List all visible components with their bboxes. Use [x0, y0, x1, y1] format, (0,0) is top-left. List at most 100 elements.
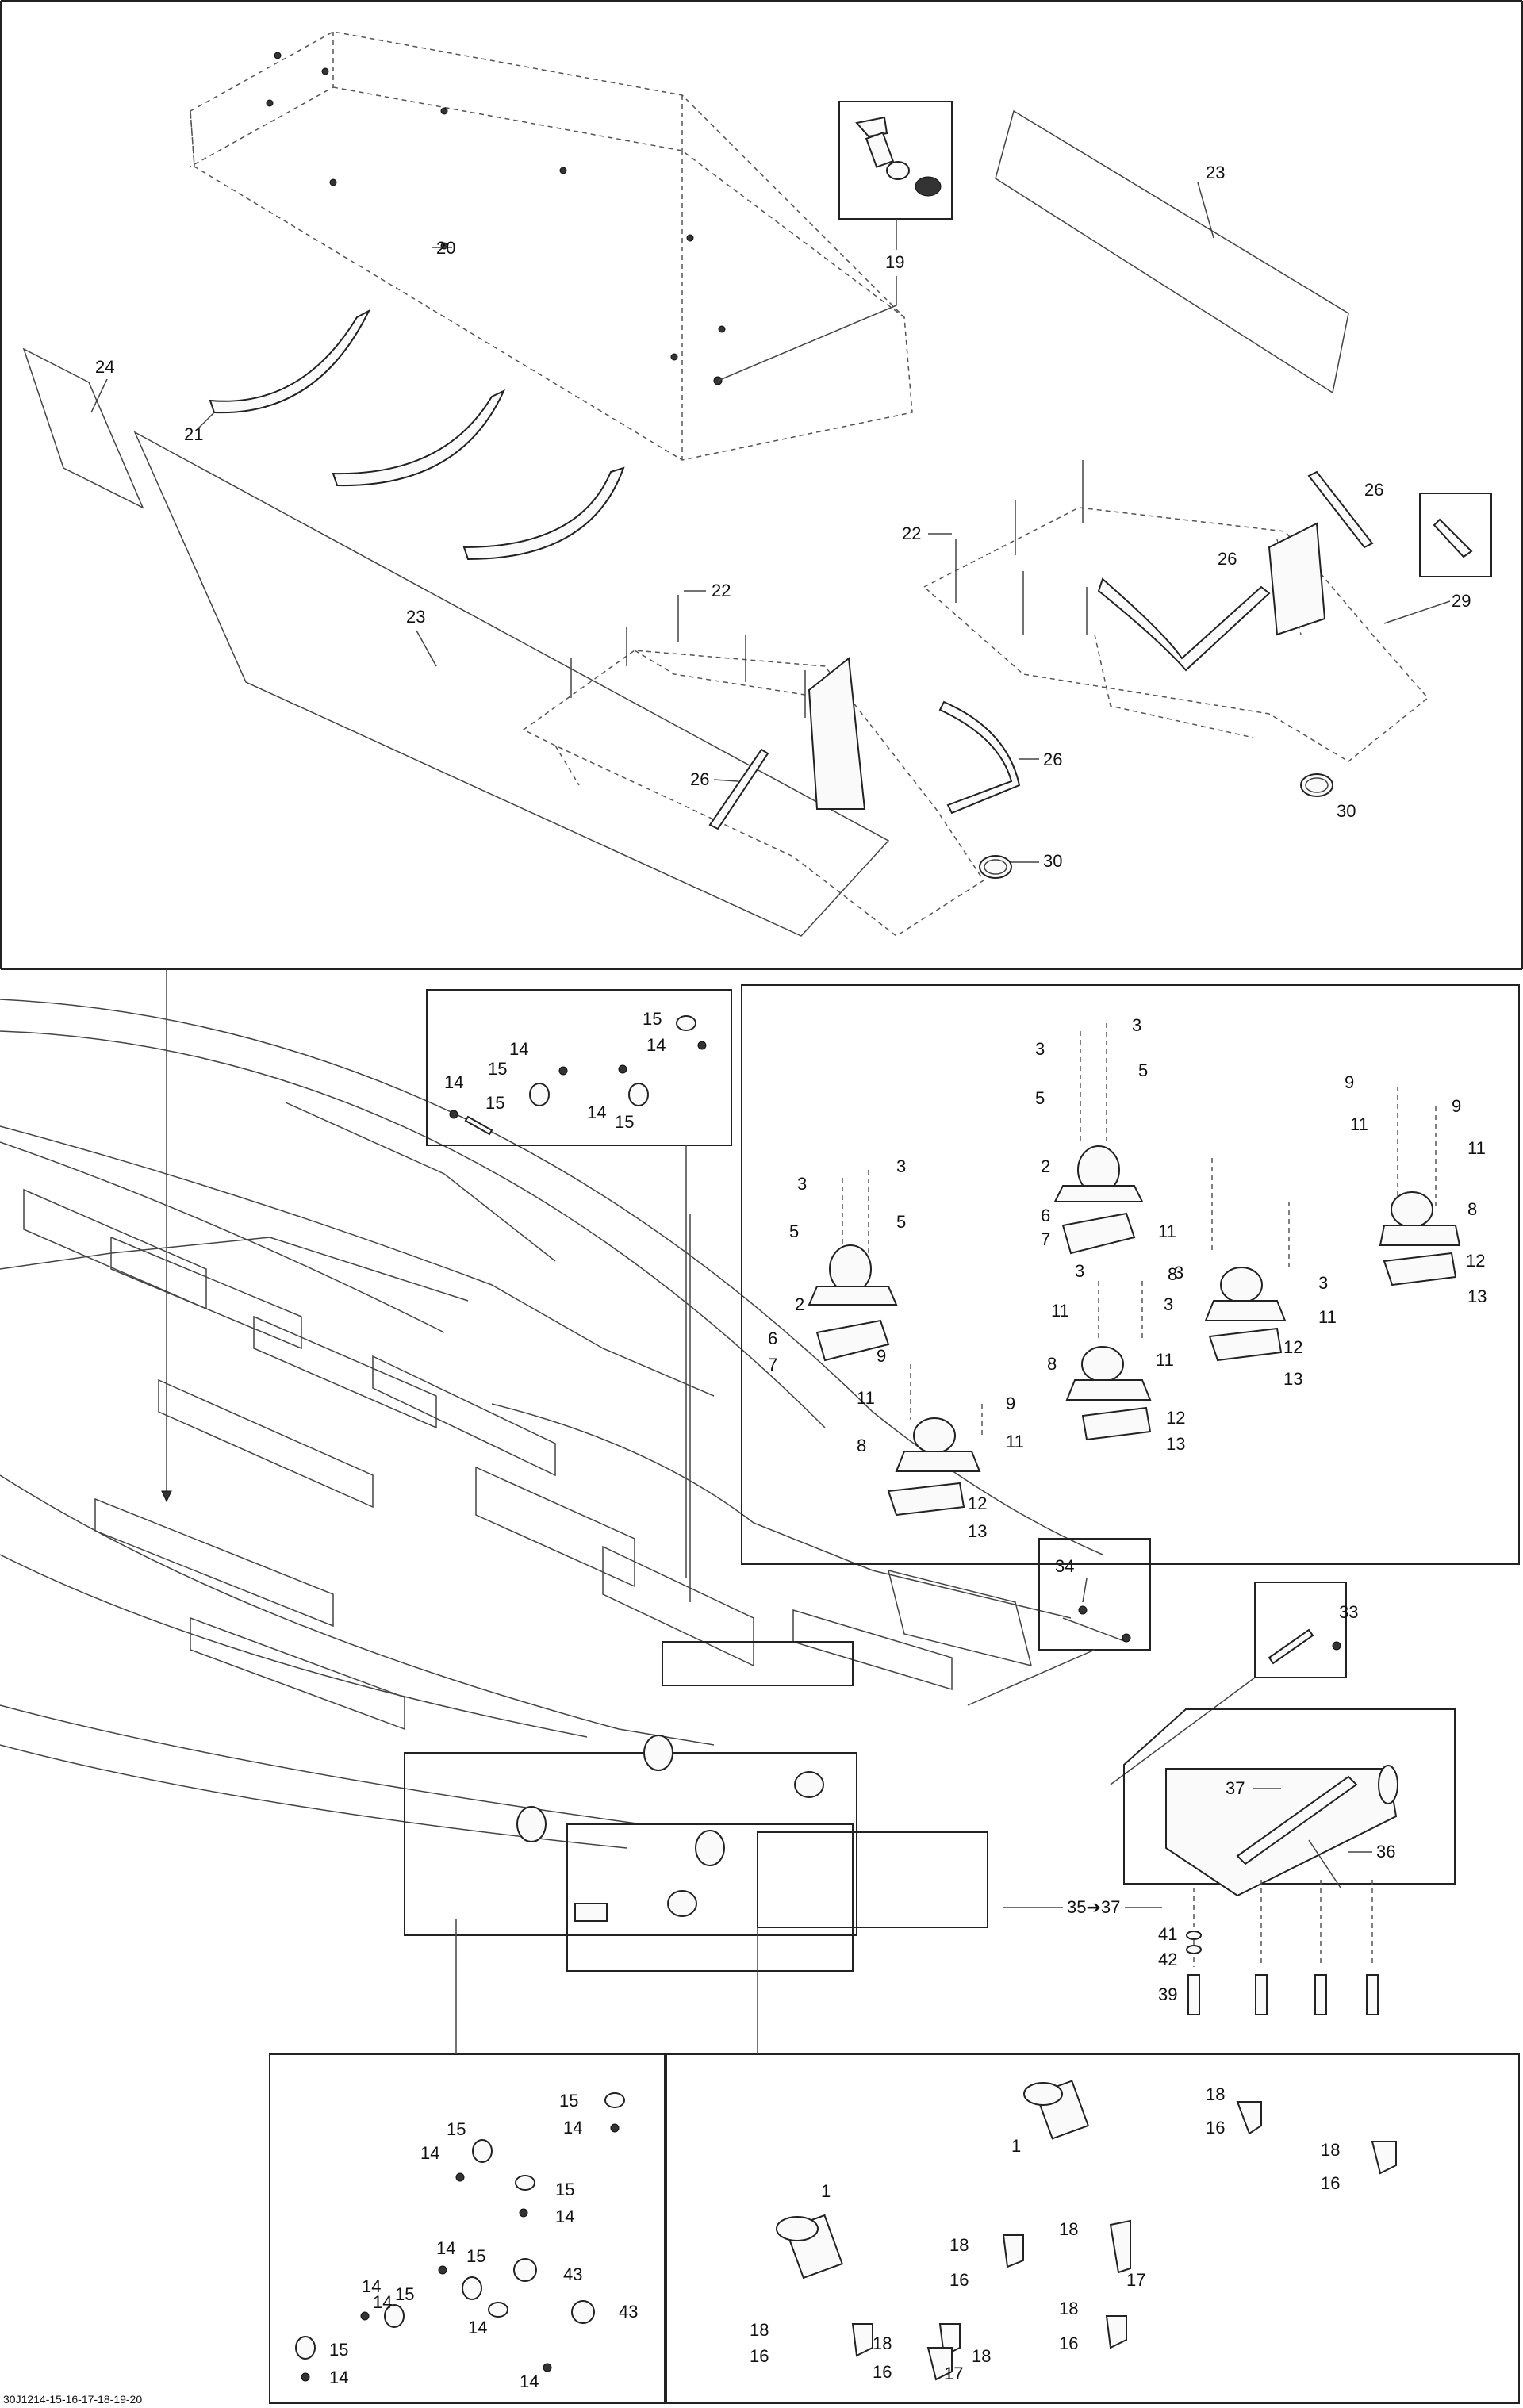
- callout-br-18f: 18: [750, 2320, 769, 2340]
- callout-br-18e: 18: [1059, 2299, 1078, 2318]
- bracket-inset-bottom: [666, 2053, 1520, 2404]
- callout-mt-2: 2: [1041, 1156, 1050, 1176]
- callout-33: 33: [1339, 1602, 1358, 1622]
- callout-mr-9b: 9: [1452, 1096, 1461, 1116]
- callout-24: 24: [95, 357, 114, 377]
- callout-br-1b: 1: [821, 2181, 831, 2201]
- callout-cb-15a: 15: [559, 2091, 578, 2111]
- callout-br-18a: 18: [1206, 2084, 1225, 2104]
- fastener-inset-34: [1038, 1538, 1151, 1651]
- lower-left-screws: [570, 595, 806, 718]
- engine-mount-inset: [741, 984, 1520, 1565]
- callout-30-left: 30: [1043, 851, 1062, 871]
- callout-ml-6: 6: [768, 1329, 777, 1348]
- callout-26-b: 26: [1043, 750, 1062, 769]
- callout-mc-3a: 3: [1075, 1261, 1084, 1281]
- bracket-assembly: [1165, 1765, 1398, 1897]
- callout-mr-13: 13: [1467, 1286, 1487, 1306]
- callout-mb-11b: 11: [1006, 1432, 1024, 1451]
- callout-mc-11b: 11: [1156, 1350, 1174, 1370]
- callout-mr-11a: 11: [1350, 1114, 1368, 1134]
- callout-mm-8: 8: [1168, 1264, 1177, 1284]
- clamp-inset-bottom: [269, 2053, 666, 2404]
- upper-liner-screws: [266, 52, 726, 385]
- callout-mb-12: 12: [968, 1493, 987, 1513]
- brackets-bottom: [776, 2080, 1397, 2381]
- callout-cb-15b: 15: [447, 2119, 466, 2139]
- callout-mt-7: 7: [1041, 1229, 1050, 1249]
- callout-ml-3b: 3: [896, 1156, 906, 1176]
- callout-ct-14c: 14: [444, 1072, 463, 1092]
- callout-mc-11a: 11: [1051, 1301, 1069, 1321]
- top-section-frame: [0, 0, 1523, 970]
- callout-cb-14g: 14: [329, 2368, 348, 2387]
- upper-right-screws: [955, 460, 1088, 635]
- callout-br-18d: 18: [1059, 2219, 1078, 2239]
- callout-29: 29: [1452, 591, 1471, 611]
- callout-cb-14h: 14: [520, 2372, 539, 2391]
- callout-br-17b: 17: [944, 2364, 963, 2383]
- callout-ct-15a: 15: [643, 1009, 662, 1029]
- clip-inset: [1419, 493, 1492, 577]
- callout-mb-9a: 9: [877, 1346, 886, 1366]
- callout-br-18g: 18: [873, 2333, 892, 2353]
- clamps-top: [449, 1015, 707, 1136]
- callout-br-16e: 16: [750, 2346, 769, 2366]
- callout-mr-8: 8: [1467, 1199, 1477, 1219]
- clamp-inset-top: [426, 989, 732, 1146]
- callout-mt-6: 6: [1041, 1206, 1050, 1225]
- callout-20: 20: [436, 238, 455, 258]
- callout-mb-13: 13: [968, 1521, 987, 1541]
- callout-br-17a: 17: [1126, 2270, 1145, 2290]
- engine-bay-inset: [404, 1641, 988, 1972]
- callout-cb-14d: 14: [436, 2238, 455, 2258]
- callout-cb-14f: 14: [468, 2318, 487, 2337]
- callout-ct-14d: 14: [587, 1102, 606, 1122]
- engine-mount-left: [808, 1170, 898, 1362]
- callout-mt-3b: 3: [1132, 1015, 1141, 1035]
- callout-cb-43a: 43: [563, 2264, 582, 2284]
- callout-ct-15b: 15: [488, 1059, 507, 1079]
- mounting-bolts: [1186, 1880, 1379, 2015]
- callout-br-16a: 16: [1206, 2118, 1225, 2138]
- callout-mr-11b: 11: [1467, 1138, 1486, 1158]
- callout-23-left: 23: [406, 607, 425, 627]
- callout-cb-14b: 14: [420, 2143, 439, 2163]
- engine-mounts-hull: [516, 1735, 824, 1922]
- callout-19: 19: [885, 252, 904, 272]
- callout-cb-15d: 15: [466, 2246, 485, 2266]
- callout-mm-3a: 3: [1174, 1263, 1183, 1283]
- callout-br-16f: 16: [873, 2362, 892, 2382]
- callout-ct-14b: 14: [509, 1039, 528, 1059]
- callout-ml-3a: 3: [797, 1174, 807, 1194]
- callout-mm-12: 12: [1283, 1337, 1302, 1357]
- callout-br-1a: 1: [1011, 2136, 1021, 2156]
- callout-mt-5b: 5: [1138, 1060, 1148, 1080]
- drain-plug-inset: [838, 101, 953, 220]
- callout-ml-7: 7: [768, 1355, 777, 1375]
- callout-cb-14e: 14: [362, 2276, 381, 2296]
- callout-mm-11a: 11: [1158, 1221, 1176, 1241]
- callout-br-16d: 16: [1059, 2333, 1078, 2353]
- upper-right-tray: [923, 507, 1429, 762]
- bracket-inset: [1123, 1708, 1456, 1885]
- callout-cb-14i: 14: [373, 2292, 392, 2312]
- callout-30-right: 30: [1337, 801, 1356, 821]
- callout-mt-3a: 3: [1035, 1039, 1045, 1059]
- callout-mb-11a: 11: [857, 1388, 875, 1408]
- callout-26-d: 26: [1218, 549, 1237, 569]
- callout-42: 42: [1158, 1950, 1177, 1969]
- callout-26-c: 26: [1364, 480, 1383, 500]
- callout-cb-15e: 15: [395, 2284, 414, 2304]
- callout-41: 41: [1158, 1924, 1177, 1944]
- engine-mount-mid: [1204, 1158, 1290, 1362]
- callout-br-18h: 18: [972, 2346, 991, 2366]
- callout-br-16b: 16: [1321, 2173, 1340, 2193]
- hull-deck-frames: [23, 1188, 1033, 1731]
- callout-mm-11b: 11: [1318, 1307, 1337, 1327]
- callout-mc-12: 12: [1166, 1408, 1185, 1428]
- callout-ct-15d: 15: [615, 1112, 634, 1132]
- side-panel-small: [22, 347, 144, 509]
- callout-mt-5a: 5: [1035, 1088, 1045, 1108]
